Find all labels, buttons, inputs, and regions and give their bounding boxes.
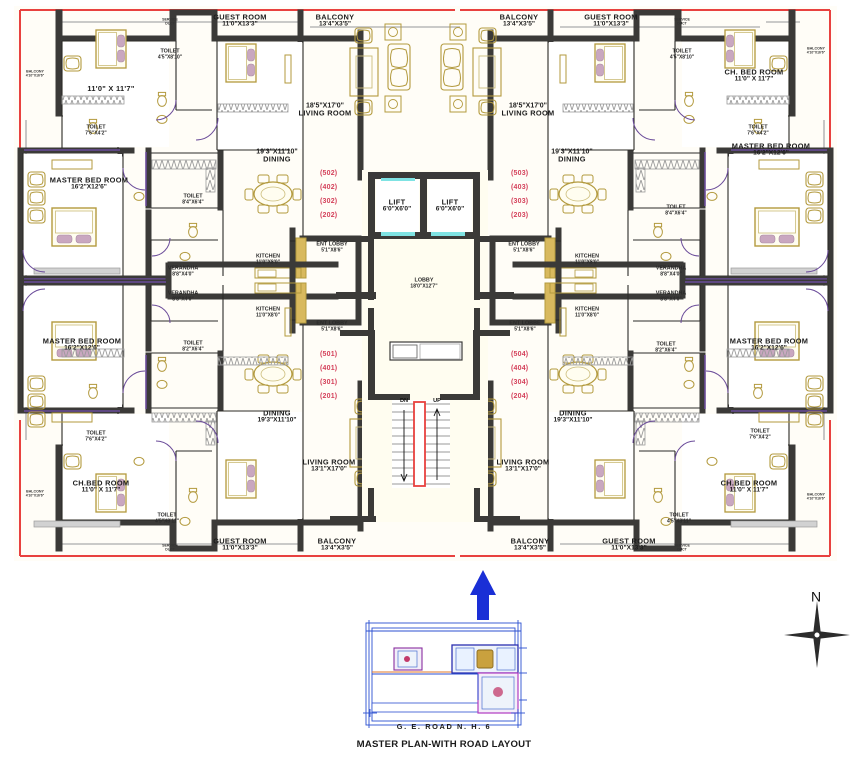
living-furniture-tl: [349, 23, 411, 116]
lobby-walls: [368, 242, 480, 330]
unit-numbers-top-right: (503) (403) (303) (203): [511, 170, 528, 219]
unit-numbers-top-left: (502) (402) (302) (202): [320, 170, 337, 219]
unit-numbers-bottom-right: (504) (404) (304) (204): [511, 351, 528, 400]
unit-number: (404): [511, 365, 529, 372]
central-core: [330, 170, 520, 522]
stair-core-wall: [413, 401, 426, 487]
bed-guest-tl: [217, 43, 292, 113]
verandha-tl: [151, 159, 217, 193]
unit-number: (304): [511, 379, 529, 386]
lift-shaft-right: [428, 180, 472, 232]
unit-number: (502): [320, 170, 338, 177]
unit-number: (201): [320, 393, 338, 400]
unit-number: (403): [511, 184, 529, 191]
unit-number: (301): [320, 379, 338, 386]
staircase: [392, 400, 450, 488]
unit-number: (203): [511, 212, 529, 219]
unit-number: (501): [320, 351, 338, 358]
master-plan-dimension-marks: [363, 647, 527, 717]
bed-master-tl: [27, 159, 121, 275]
unit-bottom-right: [440, 261, 834, 552]
unit-number: (204): [511, 393, 529, 400]
lobby-counter: [389, 341, 463, 361]
master-plan: [360, 615, 528, 733]
unit-number: (503): [511, 170, 529, 177]
lift-shaft-left: [376, 180, 419, 232]
unit-top-left: [17, 9, 411, 300]
bed-ch-tl: [61, 29, 127, 105]
unit-number: (302): [320, 198, 338, 205]
master-plan-buildings: [372, 644, 519, 714]
unit-number: (504): [511, 351, 529, 358]
location-pointer-arrow: [470, 570, 496, 620]
door-swings-tl: [22, 99, 219, 273]
stair-direction-arrows: [400, 407, 441, 483]
unit-number: (303): [511, 198, 529, 205]
north-compass-icon: [784, 601, 850, 668]
lift-doors: [381, 178, 465, 236]
unit-numbers-bottom-left: (501) (401) (301) (201): [320, 351, 337, 400]
unit-number: (202): [320, 212, 338, 219]
unit-top-right: [440, 9, 834, 300]
unit-number: (401): [320, 365, 338, 372]
unit-number: (402): [320, 184, 338, 191]
kitchen-tl: [254, 237, 307, 279]
